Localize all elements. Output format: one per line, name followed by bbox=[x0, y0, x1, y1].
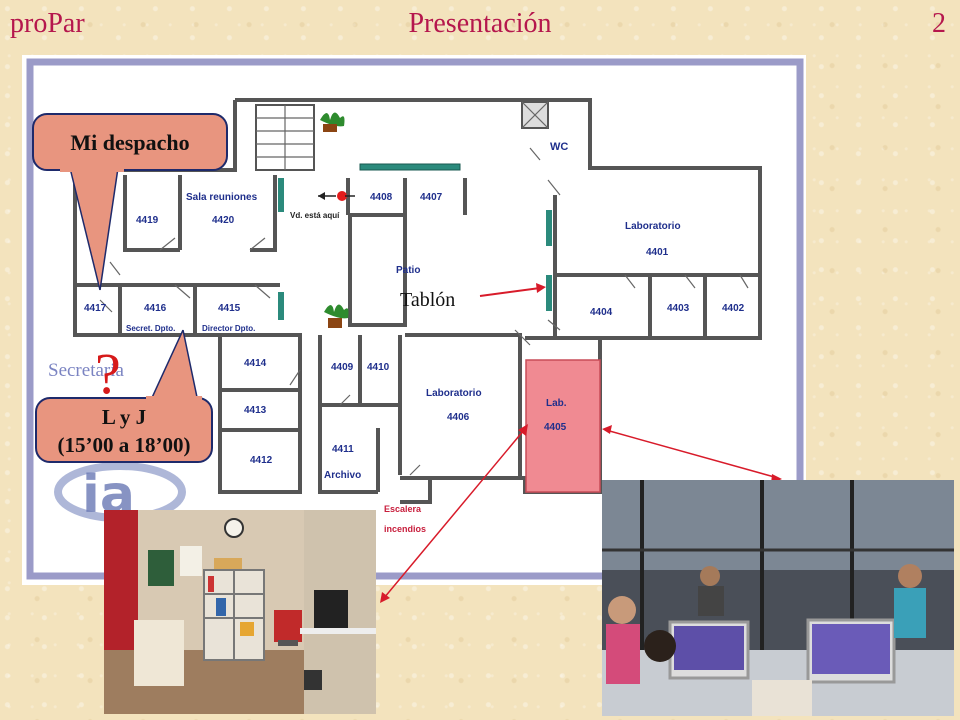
mi-despacho-label: Mi despacho bbox=[70, 130, 189, 155]
lab-photo bbox=[602, 480, 954, 716]
lab-photo-illustration bbox=[602, 480, 954, 716]
room-label-4407: 4407 bbox=[420, 192, 443, 203]
tablon-arrow bbox=[479, 283, 546, 297]
room-label-4413: 4413 bbox=[244, 405, 267, 416]
room-label-4415: 4415 bbox=[218, 303, 241, 314]
room-label-laboratorio-a: Laboratorio bbox=[625, 221, 681, 232]
plant-icon bbox=[324, 304, 349, 328]
brand-title: proPar bbox=[10, 8, 85, 39]
question-mark: ? bbox=[95, 341, 121, 406]
tablon-board bbox=[546, 275, 552, 311]
room-label-4402: 4402 bbox=[722, 303, 745, 314]
room-label-4416: 4416 bbox=[144, 303, 167, 314]
page-number: 2 bbox=[932, 8, 946, 39]
room-label-4403: 4403 bbox=[667, 303, 690, 314]
room-label-4404: 4404 bbox=[590, 307, 613, 318]
room-label-4417: 4417 bbox=[84, 303, 107, 314]
plant-icon bbox=[320, 112, 345, 132]
room-label-director-dpto: Director Dpto. bbox=[202, 324, 255, 333]
room-label-4401: 4401 bbox=[646, 247, 669, 258]
room-label-laboratorio-b: Laboratorio bbox=[426, 388, 482, 399]
room-label-wc: WC bbox=[550, 141, 568, 153]
room-label-4409: 4409 bbox=[331, 362, 354, 373]
hours-callout: L y J (15’00 a 18’00) bbox=[35, 329, 213, 463]
hours-time: (15’00 a 18’00) bbox=[58, 433, 191, 457]
room-label-4414: 4414 bbox=[244, 358, 267, 369]
room-label-4408: 4408 bbox=[370, 192, 393, 203]
room-label-4412: 4412 bbox=[250, 455, 273, 466]
room-label-incendios: incendios bbox=[384, 524, 426, 534]
you-are-here-label: Vd. está aquí bbox=[290, 211, 340, 220]
plan-border bbox=[26, 58, 804, 580]
room-label-patio: Patio bbox=[396, 265, 420, 276]
office-photo bbox=[104, 510, 376, 714]
tablon-label: Tablón bbox=[400, 289, 455, 311]
room-label-escalera: Escalera bbox=[384, 504, 422, 514]
room-label-sala-reuniones: Sala reuniones bbox=[186, 192, 258, 203]
secretaria-label: Secretaria bbox=[48, 360, 125, 381]
room-label-4410: 4410 bbox=[367, 362, 390, 373]
room-label-4406: 4406 bbox=[447, 412, 470, 423]
room-label-archivo: Archivo bbox=[324, 470, 361, 481]
room-label-secret-dpto: Secret. Dpto. bbox=[126, 324, 175, 333]
room-label-4405: 4405 bbox=[544, 422, 567, 433]
room-label-4419: 4419 bbox=[136, 215, 159, 226]
lab-photo-arrow-left bbox=[380, 424, 528, 603]
hours-days: L y J bbox=[102, 405, 146, 429]
lab-4405-highlight bbox=[525, 359, 601, 493]
room-label-lab: Lab. bbox=[546, 398, 567, 409]
room-label-4420: 4420 bbox=[212, 215, 235, 226]
office-photo-illustration bbox=[104, 510, 376, 714]
mi-despacho-callout: Mi despacho bbox=[32, 113, 228, 291]
you-are-here-marker bbox=[318, 191, 355, 201]
slide-title: Presentación bbox=[408, 8, 552, 39]
room-label-4411: 4411 bbox=[332, 444, 354, 455]
